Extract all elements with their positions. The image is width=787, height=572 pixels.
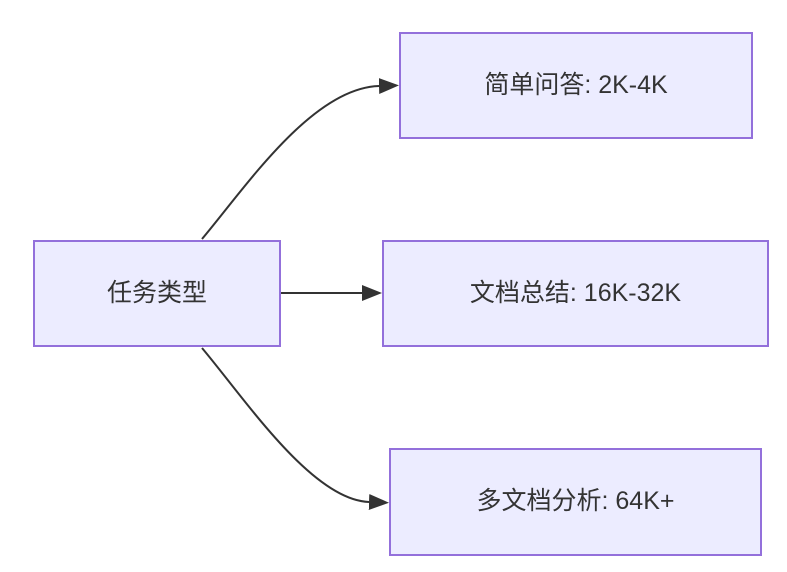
edge-task-type-to-simple-qa <box>201 78 399 240</box>
edge-task-type-to-multi-doc <box>201 347 389 510</box>
node-multi-doc-label: 多文档分析: 64K+ <box>476 487 675 516</box>
node-simple-qa: 简单问答: 2K-4K <box>399 32 753 139</box>
node-simple-qa-label: 简单问答: 2K-4K <box>484 70 668 99</box>
node-task-type-label: 任务类型 <box>106 278 207 307</box>
node-doc-summary-label: 文档总结: 16K-32K <box>469 278 682 307</box>
node-multi-doc: 多文档分析: 64K+ <box>389 448 762 556</box>
node-task-type: 任务类型 <box>33 240 281 347</box>
node-doc-summary: 文档总结: 16K-32K <box>382 240 769 347</box>
